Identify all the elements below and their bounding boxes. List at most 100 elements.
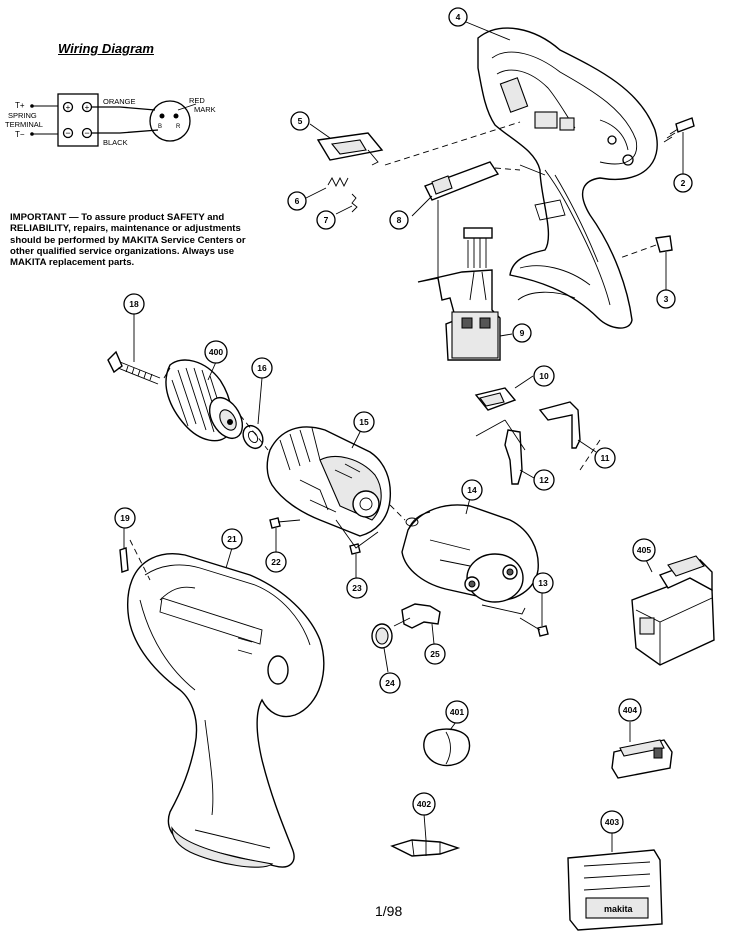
screw-part-23 — [335, 519, 379, 578]
screw-part-18 — [107, 314, 161, 385]
svg-text:7: 7 — [324, 215, 329, 225]
cover-part-5 — [309, 123, 384, 166]
svg-text:22: 22 — [271, 557, 281, 567]
case-part-403: makita — [567, 832, 663, 931]
chuck-part-400 — [163, 359, 244, 442]
switch-part-9 — [417, 200, 513, 361]
svg-text:404: 404 — [623, 705, 637, 715]
callout-13: 13 — [532, 572, 554, 594]
callout-7: 7 — [316, 210, 336, 230]
svg-text:400: 400 — [209, 347, 223, 357]
callout-4: 4 — [448, 7, 468, 27]
svg-text:23: 23 — [352, 583, 362, 593]
screw-part-13 — [519, 592, 549, 637]
callout-19: 19 — [114, 507, 136, 529]
callout-10: 10 — [533, 365, 555, 387]
motor-symbol — [149, 100, 191, 142]
svg-text:15: 15 — [359, 417, 369, 427]
svg-text:−: − — [84, 128, 89, 138]
callout-9: 9 — [512, 323, 532, 343]
bit-part-402 — [390, 813, 461, 857]
spring-part-6 — [305, 176, 349, 199]
housing-half-part-21 — [126, 547, 325, 868]
holster-part-401 — [423, 721, 471, 767]
callout-15: 15 — [353, 411, 375, 433]
case-brand-label: makita — [604, 904, 634, 914]
callout-402: 402 — [412, 792, 436, 816]
wiring-label-terminal: TERMINAL — [5, 120, 43, 129]
knob-part-24 — [371, 623, 393, 673]
callout-403: 403 — [600, 810, 624, 834]
page-number: 1/98 — [375, 903, 403, 919]
adapter-part-404 — [611, 722, 673, 779]
svg-text:2: 2 — [681, 178, 686, 188]
svg-text:402: 402 — [417, 799, 431, 809]
wire-black: BLACK — [103, 138, 128, 147]
callout-6: 6 — [287, 191, 307, 211]
wiring-diagram: T+ SPRING TERMINAL T− + − + − ORANGE BLA… — [5, 93, 216, 147]
motor-part-14 — [401, 497, 539, 615]
callout-11: 11 — [594, 447, 616, 469]
svg-text:25: 25 — [430, 649, 440, 659]
callout-25: 25 — [424, 643, 446, 665]
screw-part-2 — [663, 117, 695, 174]
spring-part-7 — [335, 193, 358, 215]
svg-text:19: 19 — [120, 513, 130, 523]
callout-401: 401 — [445, 700, 469, 724]
svg-text:401: 401 — [450, 707, 464, 717]
wiring-label-plus: T+ — [15, 101, 25, 110]
important-notice: IMPORTANT — To assure product SAFETY and… — [10, 212, 246, 269]
svg-text:+: + — [85, 103, 90, 112]
callout-22: 22 — [265, 551, 287, 573]
wiring-label-spring: SPRING — [8, 111, 37, 120]
wiring-label-red: RED — [189, 96, 205, 105]
callout-405: 405 — [632, 538, 656, 562]
svg-text:405: 405 — [637, 545, 651, 555]
svg-text:403: 403 — [605, 817, 619, 827]
terminal-part-12 — [475, 419, 535, 485]
svg-text:5: 5 — [298, 116, 303, 126]
callout-16: 16 — [251, 357, 273, 379]
wiring-diagram-title: Wiring Diagram — [58, 41, 154, 56]
svg-text:16: 16 — [257, 363, 267, 373]
wire-orange: ORANGE — [103, 97, 136, 106]
svg-text:14: 14 — [467, 485, 477, 495]
screw-part-22 — [269, 517, 301, 552]
washer-part-16 — [242, 377, 264, 450]
bracket-part-10 — [474, 375, 534, 411]
wiring-label-minus: T− — [15, 130, 25, 139]
svg-text:18: 18 — [129, 299, 139, 309]
assembly-lines — [129, 414, 601, 581]
svg-text:B: B — [158, 124, 162, 130]
svg-text:3: 3 — [664, 294, 669, 304]
svg-text:10: 10 — [539, 371, 549, 381]
callout-8: 8 — [389, 210, 409, 230]
callout-21: 21 — [221, 528, 243, 550]
svg-text:12: 12 — [539, 475, 549, 485]
callout-2: 2 — [673, 173, 693, 193]
callout-5: 5 — [290, 111, 310, 131]
terminal-part-11 — [538, 401, 597, 453]
callout-404: 404 — [618, 698, 642, 722]
callout-3: 3 — [656, 289, 676, 309]
gear-assembly-part-15 — [266, 426, 392, 537]
wiring-label-mark: MARK — [194, 105, 216, 114]
housing-half-part-4 — [477, 27, 658, 329]
battery-part-405 — [631, 555, 715, 666]
callout-23: 23 — [346, 577, 368, 599]
svg-text:13: 13 — [538, 578, 548, 588]
callout-400: 400 — [204, 340, 228, 364]
shifter-part-25 — [393, 603, 441, 645]
switch-block — [57, 93, 99, 147]
callout-18: 18 — [123, 293, 145, 315]
callout-24: 24 — [379, 672, 401, 694]
svg-text:8: 8 — [397, 215, 402, 225]
callout-12: 12 — [533, 469, 555, 491]
svg-text:−: − — [65, 128, 70, 138]
svg-text:R: R — [176, 124, 181, 130]
lever-part-8 — [384, 121, 521, 217]
svg-text:9: 9 — [520, 328, 525, 338]
callout-14: 14 — [461, 479, 483, 501]
svg-text:24: 24 — [385, 678, 395, 688]
